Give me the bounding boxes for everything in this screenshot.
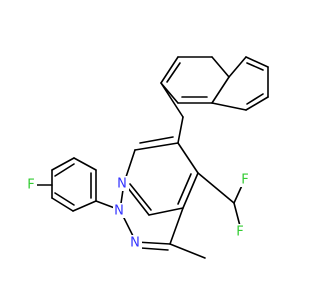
bond bbox=[246, 93, 264, 105]
bond bbox=[233, 202, 241, 227]
atom-symbol: N bbox=[117, 177, 127, 192]
fluorophenyl-group bbox=[36, 157, 121, 212]
bond bbox=[139, 136, 174, 144]
naphthyl-group bbox=[160, 56, 269, 118]
bond bbox=[177, 142, 199, 174]
bond bbox=[245, 56, 269, 68]
atom-label-pyridine-n: N bbox=[116, 176, 129, 192]
bond bbox=[211, 102, 247, 111]
bond bbox=[211, 76, 230, 104]
bond bbox=[246, 62, 264, 71]
bond bbox=[54, 192, 75, 206]
atom-symbol: N bbox=[130, 236, 140, 251]
atom-label-f-aryl: F bbox=[25, 177, 37, 193]
bond bbox=[245, 96, 269, 111]
atom-label-n2: N bbox=[129, 235, 142, 251]
bond bbox=[211, 56, 230, 78]
bond bbox=[177, 173, 192, 205]
bond bbox=[228, 56, 247, 78]
pyridine-ring bbox=[123, 116, 199, 216]
bond bbox=[182, 172, 199, 209]
atom-symbol: N bbox=[114, 204, 124, 219]
bond bbox=[169, 207, 184, 245]
difluoromethyl-group bbox=[197, 172, 245, 227]
bond bbox=[51, 157, 75, 171]
bond bbox=[160, 56, 179, 84]
atom-label-n1: N bbox=[113, 203, 126, 219]
bond bbox=[72, 200, 97, 212]
bond bbox=[169, 243, 206, 259]
atom-symbol: F bbox=[241, 173, 248, 188]
bond bbox=[177, 116, 184, 144]
atom-symbol: F bbox=[236, 225, 243, 240]
bond bbox=[160, 82, 179, 104]
atom-label-f-bottom: F bbox=[234, 224, 246, 240]
bond bbox=[140, 247, 169, 251]
bond bbox=[148, 207, 184, 216]
atom-label-f-top: F bbox=[239, 172, 251, 188]
molecule-structure-diagram: N N N F F F bbox=[25, 56, 269, 259]
bond bbox=[166, 62, 181, 83]
bond bbox=[54, 163, 75, 177]
bond bbox=[73, 157, 97, 171]
bond bbox=[129, 183, 152, 211]
bond bbox=[51, 197, 74, 212]
bond bbox=[160, 82, 184, 118]
atom-symbol: F bbox=[27, 178, 34, 193]
bond bbox=[134, 142, 179, 151]
bond bbox=[197, 172, 235, 204]
